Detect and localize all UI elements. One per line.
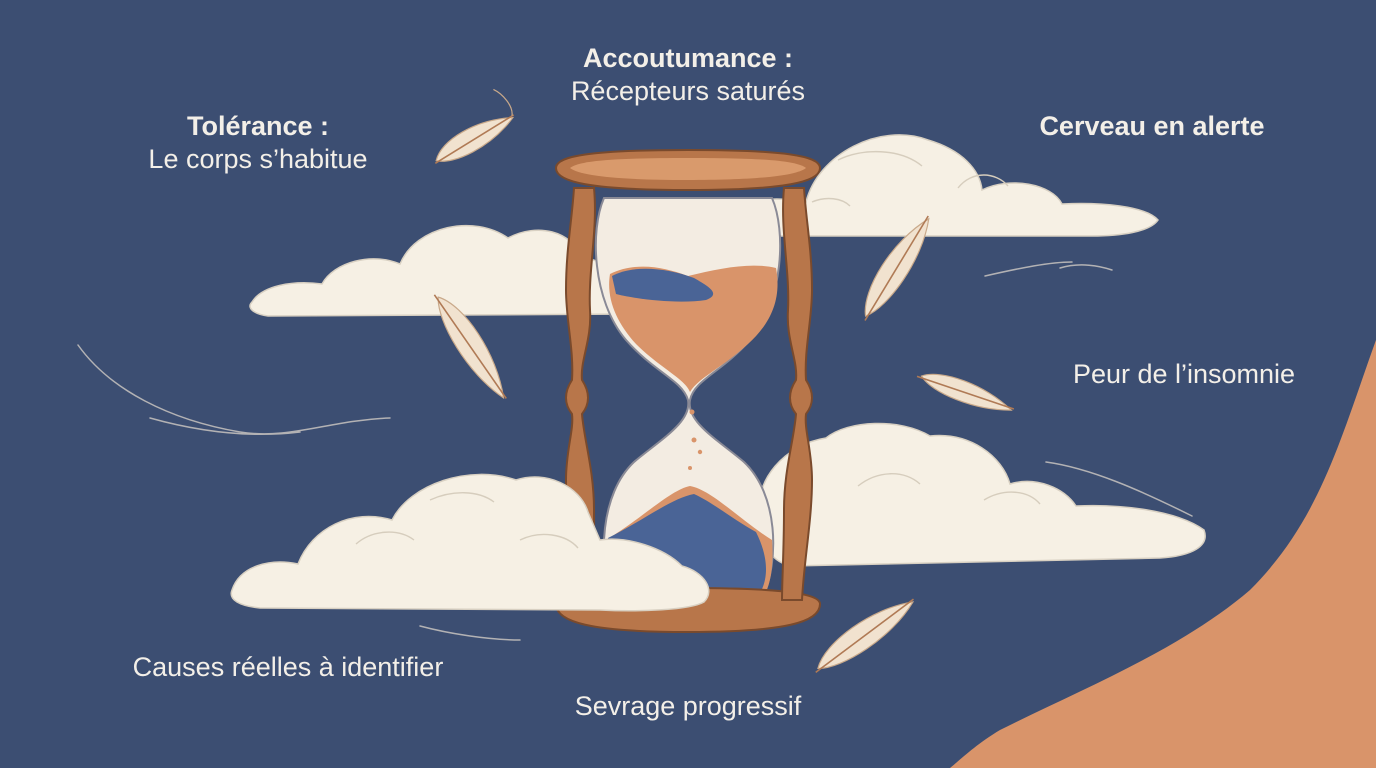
cloud-icon [758, 422, 1206, 567]
tolerance-title: Tolérance : [186, 111, 330, 141]
label-causes-reelles: Causes réelles à identifier [132, 652, 444, 682]
feather-icon [433, 294, 507, 400]
label-tolerance: Tolérance : Le corps s’habitue [110, 110, 406, 176]
feather-icon [864, 215, 930, 321]
cloud-contour [811, 151, 1009, 207]
cerveau-title: Cerveau en alerte [1039, 111, 1265, 141]
label-cerveau-en-alerte: Cerveau en alerte [1010, 110, 1294, 143]
accoutumance-subtitle: Récepteurs saturés [570, 75, 806, 106]
feather-icon [815, 598, 915, 673]
plate-highlight [570, 158, 806, 180]
feather-icon [916, 373, 1015, 411]
feather-icon [434, 88, 515, 165]
tolerance-subtitle: Le corps s’habitue [148, 143, 368, 174]
sand-grain [689, 409, 695, 415]
sand-grain [697, 449, 703, 455]
sand-grain [688, 466, 692, 470]
cloud-contour [857, 473, 1041, 505]
accoutumance-title: Accoutumance : [582, 43, 794, 73]
sand-grain [691, 437, 697, 443]
label-sevrage-progressif: Sevrage progressif [574, 691, 802, 721]
cloud-icon [230, 473, 710, 612]
wind-strokes [77, 261, 1193, 641]
hourglass-icon [554, 148, 822, 634]
hourglass-right-pillar [780, 187, 814, 601]
cloud-contour [355, 492, 579, 549]
orange-corner-hill [950, 340, 1376, 768]
upper-blue-sand [612, 268, 714, 302]
label-peur-insomnie: Peur de l’insomnie [1072, 359, 1296, 389]
label-accoutumance: Accoutumance : Récepteurs saturés [529, 42, 847, 108]
